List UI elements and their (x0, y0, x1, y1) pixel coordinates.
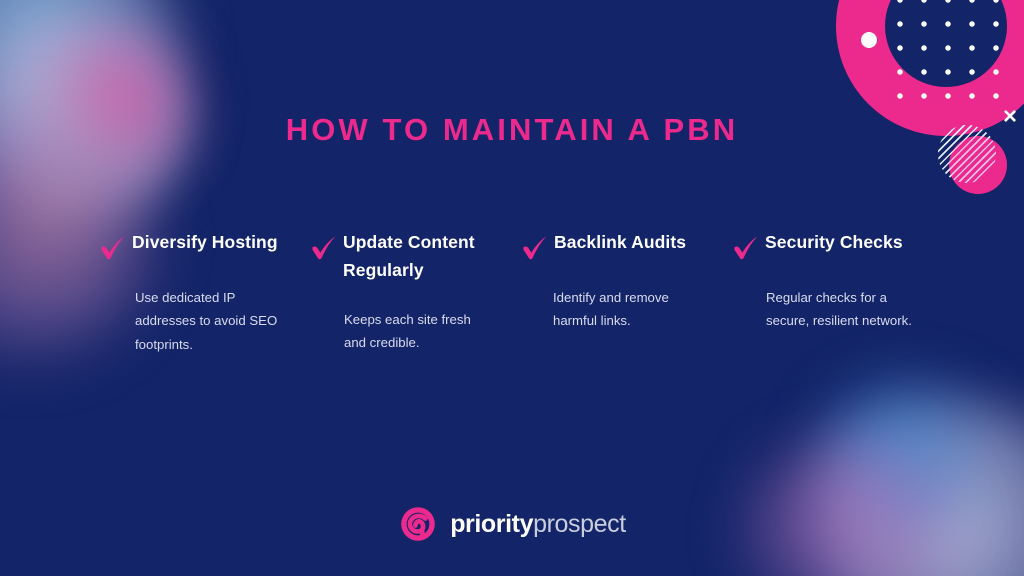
stripe-pattern-front (938, 125, 996, 183)
gradient-blob-bottom-right (824, 406, 1024, 576)
gradient-blob-top-left (0, 0, 180, 180)
check-icon (733, 234, 759, 262)
tip-body: Identify and remove harmful links. (553, 290, 669, 329)
page-title: HOW TO MAINTAIN A PBN (285, 112, 739, 147)
tip-body: Keeps each site fresh and credible. (344, 312, 471, 351)
tip-heading: Diversify Hosting (132, 232, 278, 252)
white-dot-grid (884, 0, 1008, 108)
gradient-blob-top-left-pink (40, 10, 190, 190)
check-icon (311, 234, 337, 262)
tip-column-update-content-regularly: Update Content Regularly Keeps each site… (311, 228, 522, 356)
tip-heading: Update Content Regularly (343, 232, 475, 280)
striped-pink-circle (938, 125, 1009, 196)
check-icon (522, 234, 548, 262)
tips-row: Diversify Hosting Use dedicated IP addre… (100, 228, 945, 356)
logo-wordmark: priorityprospect (450, 510, 626, 539)
tip-body: Use dedicated IP addresses to avoid SEO … (135, 290, 278, 352)
tip-header: Update Content Regularly (311, 228, 522, 284)
tip-header: Backlink Audits (522, 228, 733, 262)
tip-body: Regular checks for a secure, resilient n… (766, 290, 912, 329)
tip-column-backlink-audits: Backlink Audits Identify and remove harm… (522, 228, 733, 356)
brand-logo: priorityprospect (0, 504, 1024, 544)
tip-column-diversify-hosting: Diversify Hosting Use dedicated IP addre… (100, 228, 311, 356)
tip-header: Security Checks (733, 228, 944, 262)
spiral-logo-icon (398, 504, 438, 544)
white-dot-shape (861, 32, 877, 48)
x-mark-icon: × (1002, 103, 1017, 130)
check-icon (100, 234, 126, 262)
tip-header: Diversify Hosting (100, 228, 311, 262)
tip-column-security-checks: Security Checks Regular checks for a sec… (733, 228, 944, 356)
logo-word-priority: priority (450, 509, 534, 538)
tip-heading: Security Checks (765, 232, 903, 252)
tip-heading: Backlink Audits (554, 232, 687, 252)
logo-word-prospect: prospect (533, 509, 626, 538)
